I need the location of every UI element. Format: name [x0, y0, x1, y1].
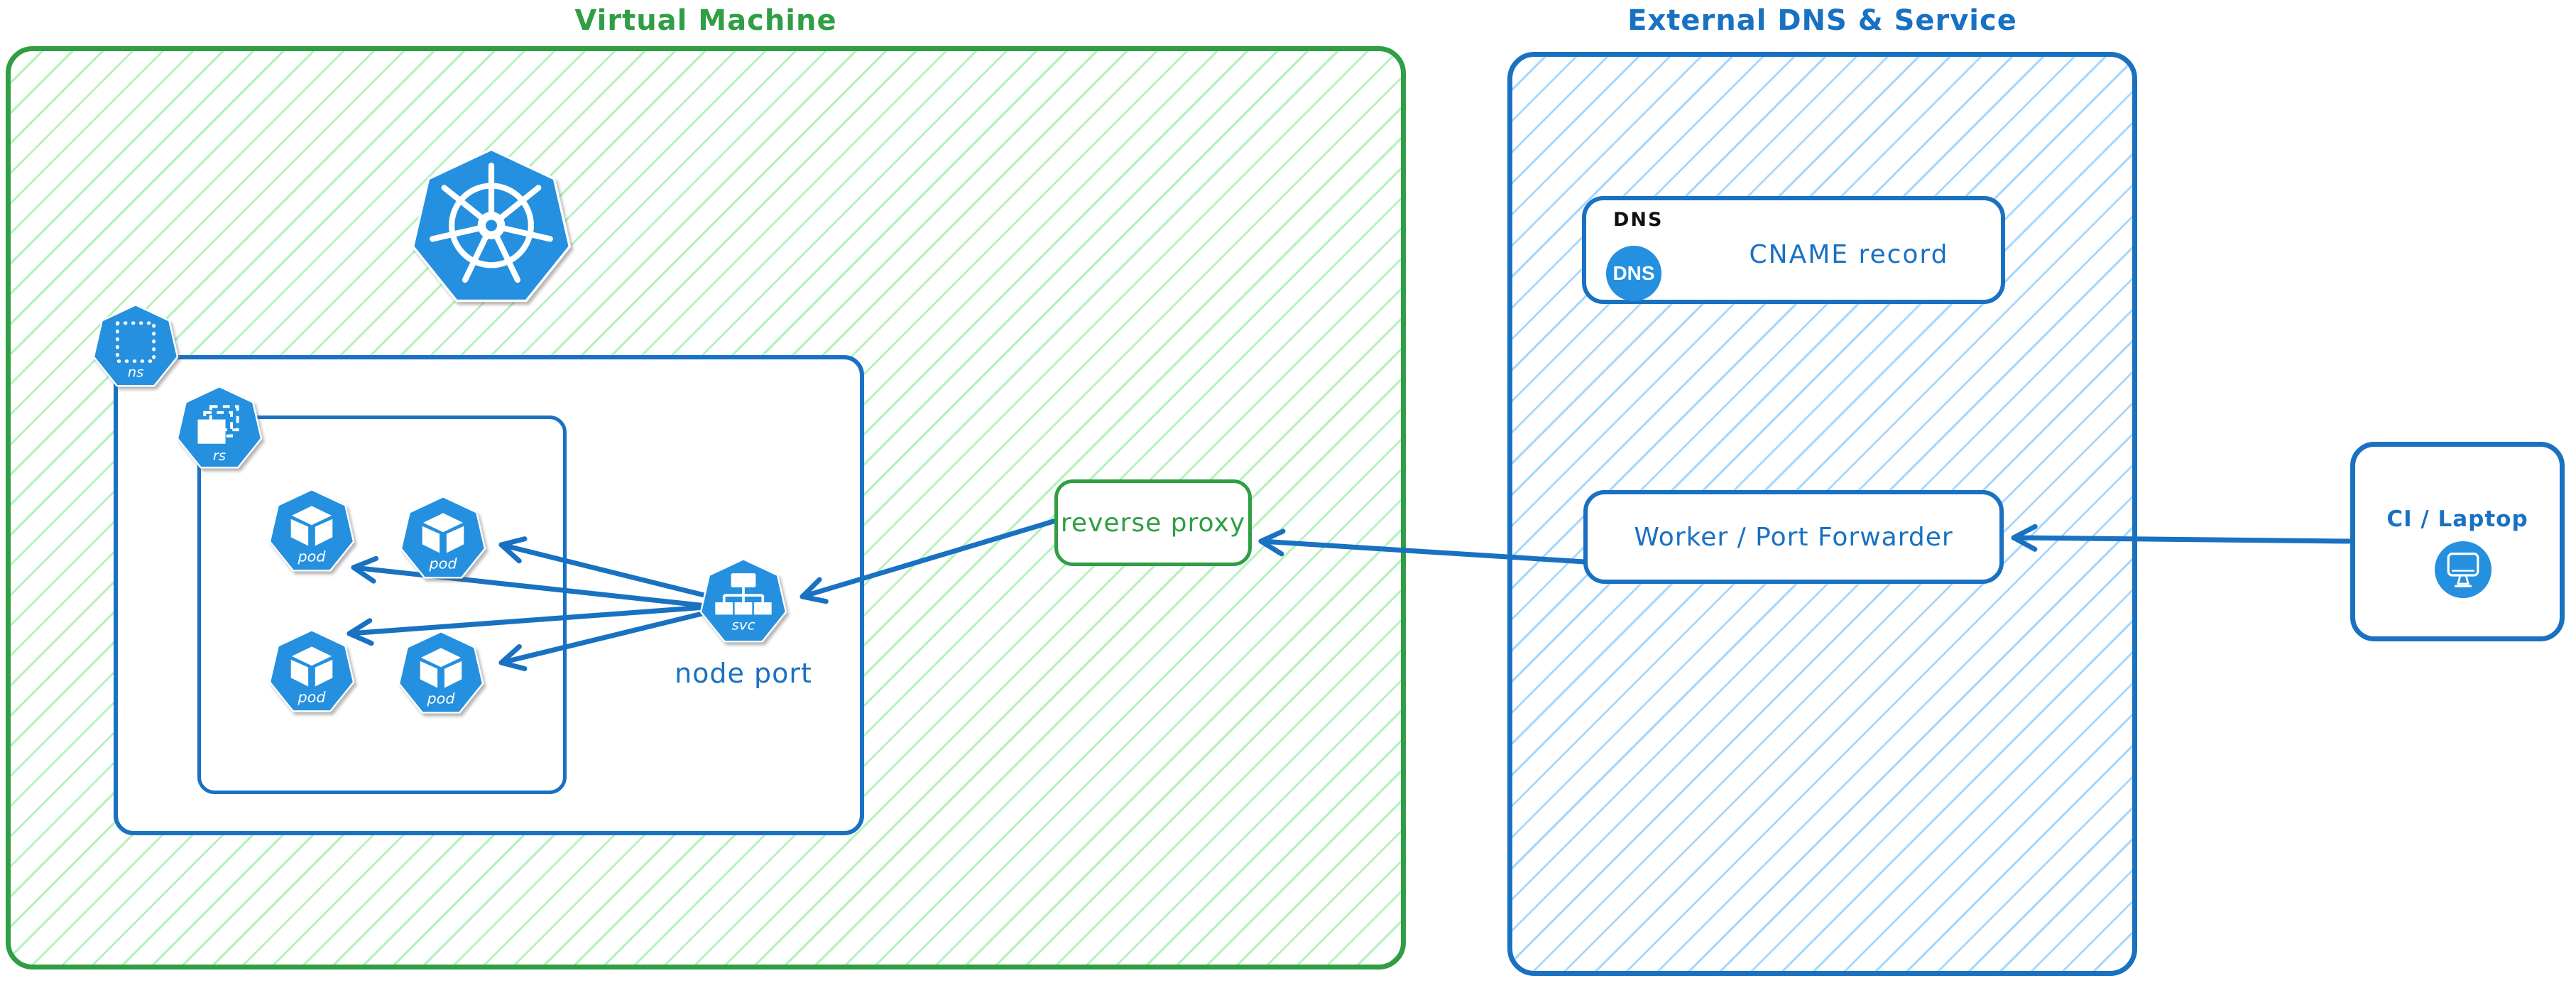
replicaset-label: rs [213, 447, 226, 464]
replicaset-icon: rs [176, 386, 263, 469]
external-dns-service-title: External DNS & Service [1627, 4, 2017, 37]
pod-label: pod [426, 690, 455, 707]
worker-port-forwarder-label: Worker / Port Forwarder [1634, 522, 1953, 552]
pod-label: pod [297, 688, 326, 705]
reverse-proxy-label: reverse proxy [1060, 508, 1246, 538]
cname-record-label: CNAME record [1749, 239, 1949, 269]
ci-laptop-label: CI / Laptop [2386, 506, 2528, 532]
dns-badge-icon: DNS [1606, 246, 1661, 301]
monitor-badge [2435, 541, 2492, 598]
pod-label: pod [297, 548, 326, 565]
namespace-icon: ns [92, 304, 179, 387]
pod-icon: pod [268, 489, 355, 572]
service-icon: svc [699, 558, 787, 643]
pod-icon: pod [268, 629, 355, 712]
dns-card: DNS DNS CNAME record [1582, 196, 2005, 304]
dns-badge-label: DNS [1612, 262, 1655, 284]
virtual-machine-title: Virtual Machine [574, 4, 837, 37]
pod-icon: pod [398, 631, 484, 714]
kubernetes-logo-icon [411, 148, 572, 303]
pod-icon: pod [400, 496, 486, 579]
worker-port-forwarder-box: Worker / Port Forwarder [1583, 490, 2004, 584]
ci-laptop-box: CI / Laptop [2350, 442, 2565, 641]
pod-label: pod [428, 555, 457, 572]
dns-tag-label: DNS [1613, 209, 1664, 231]
reverse-proxy-box: reverse proxy [1054, 479, 1252, 566]
node-port-label: node port [675, 658, 812, 689]
service-label: svc [732, 617, 755, 633]
namespace-label: ns [128, 364, 144, 380]
monitor-icon [2447, 553, 2479, 587]
